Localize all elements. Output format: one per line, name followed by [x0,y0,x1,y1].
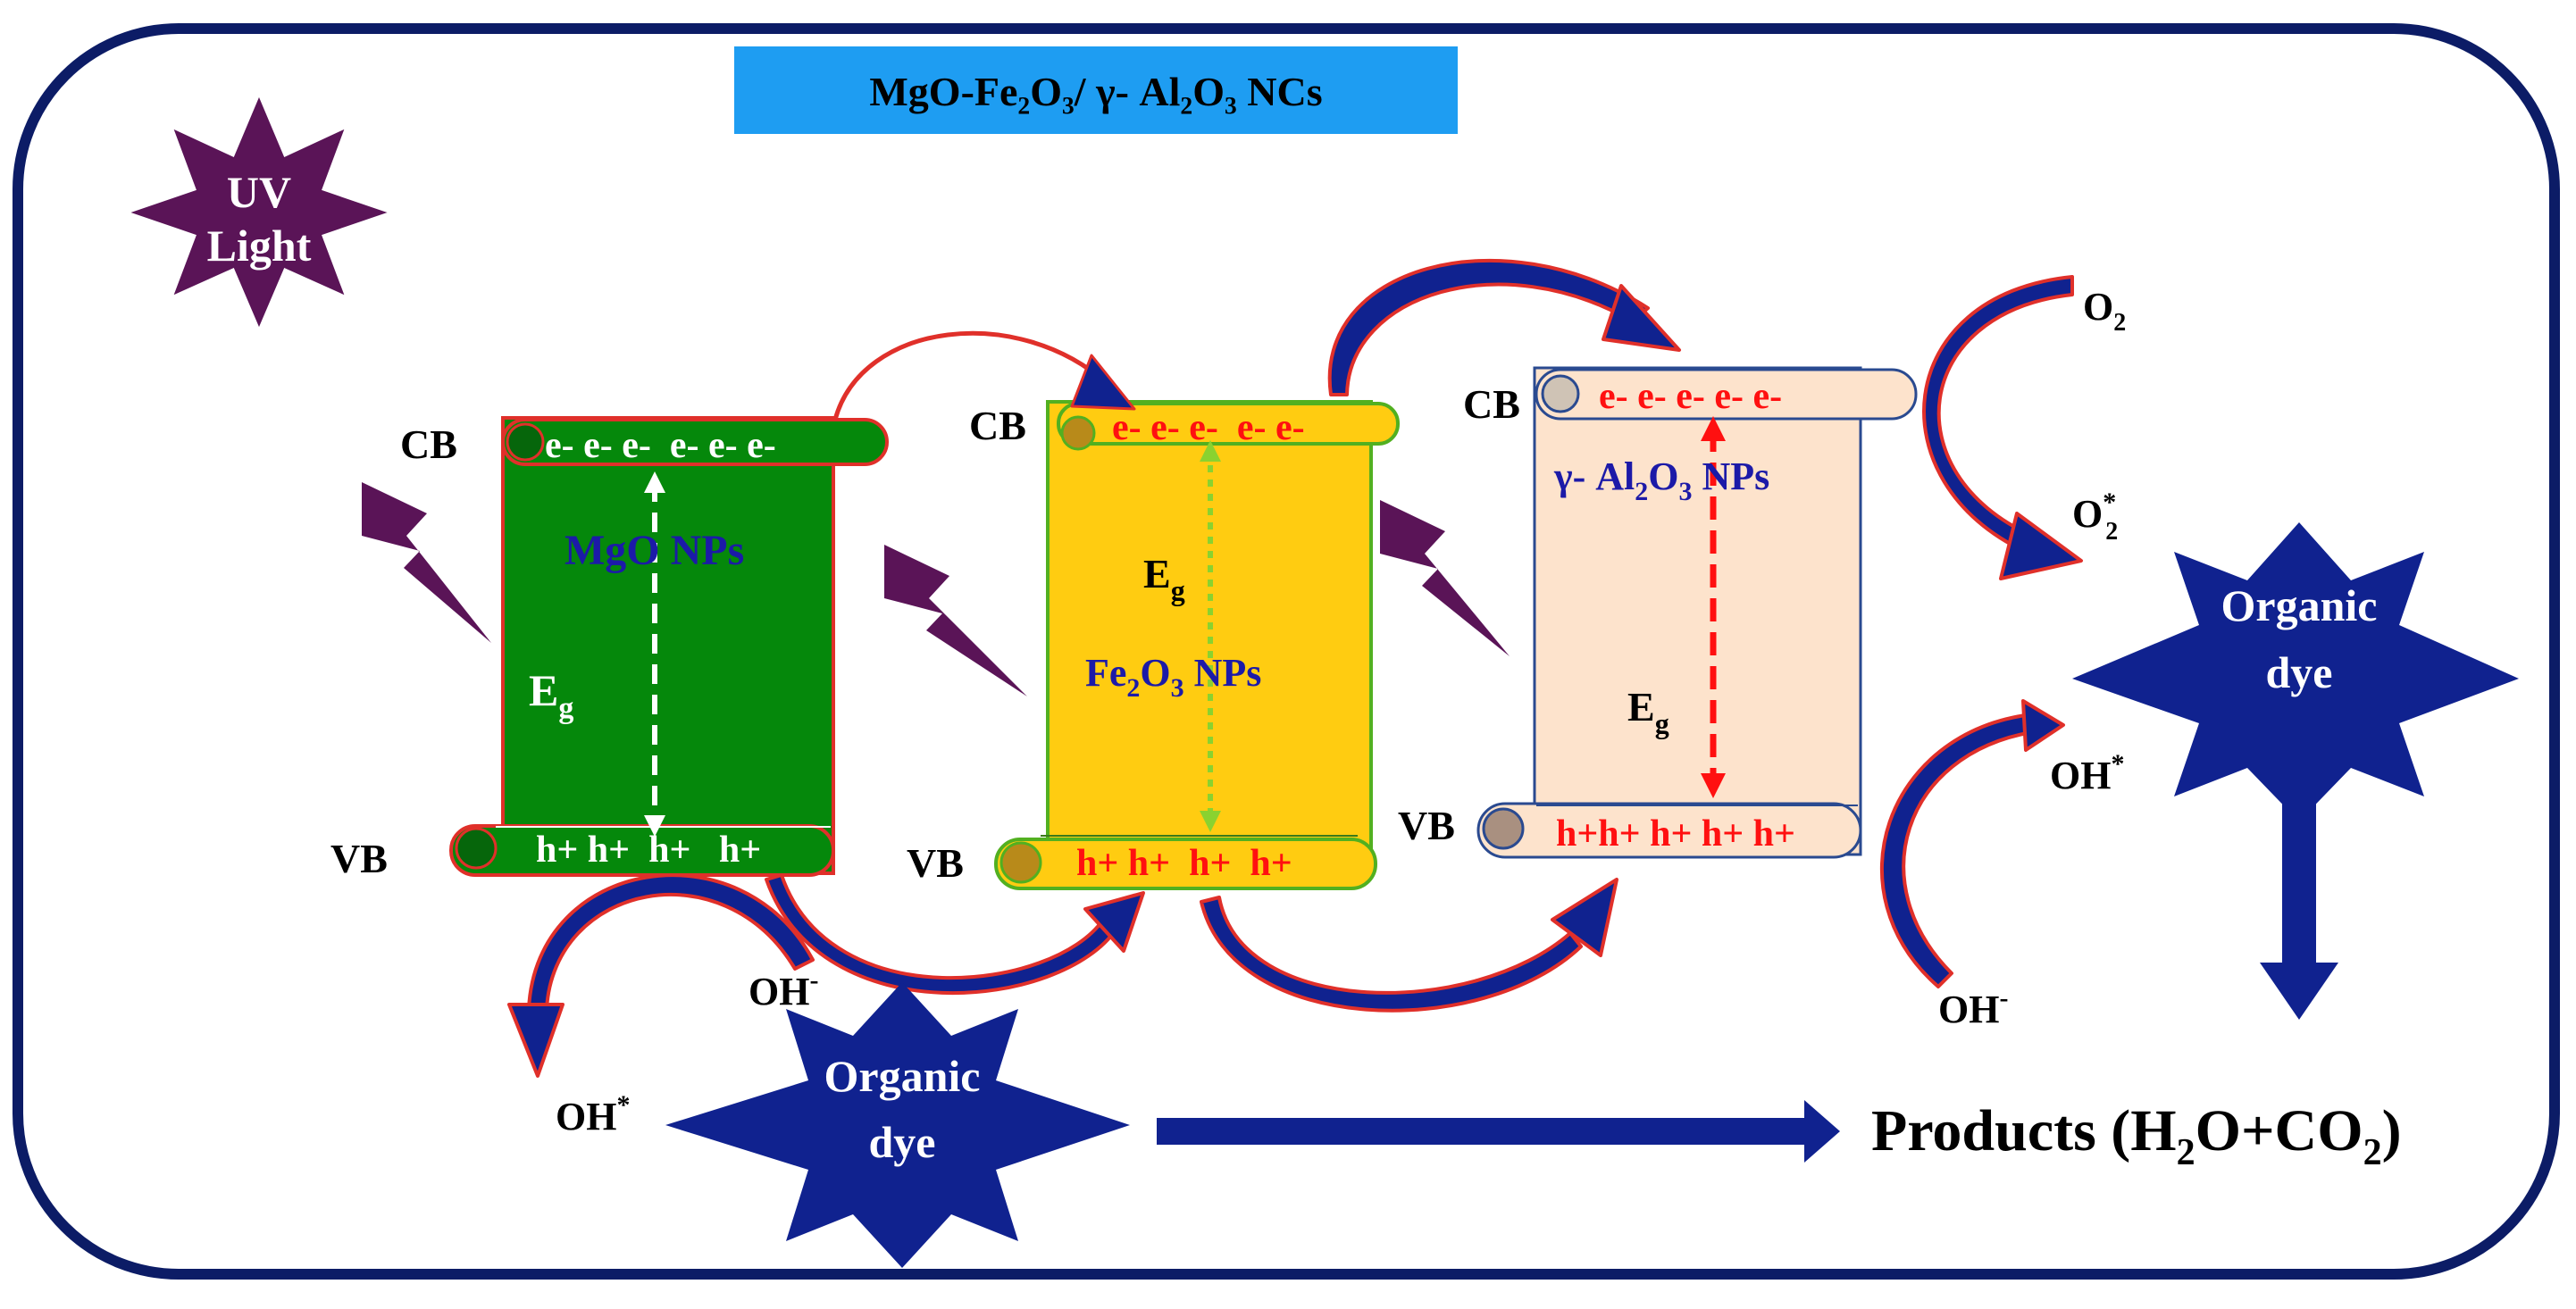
al2o3-cb-scroll [1535,368,1918,421]
dye-bottom-line2: dye [869,1117,936,1167]
arrow-head-fe2o3-al2o3-cb [1602,284,1681,352]
mgo-cb-scroll [501,418,889,466]
uv-label: UV [227,167,291,217]
products-label: Products (H2O+CO2) [1871,1098,2402,1173]
diagram-title: MgO-Fe₂O₃/ γ- Al₂O₃ NCs [869,69,1322,114]
arrow-head-fe2o3-al2o3-vb [1551,878,1618,957]
transfer-arrows [507,258,2083,1078]
o2-label: O2 [2083,285,2126,337]
fe2o3-cb-scroll [1057,402,1400,446]
arrow-head-oh-right [2021,699,2065,752]
arrow-head-o2-reduction [1999,512,2083,580]
arrow-oh-oxidation-right [1879,713,2034,988]
lightning-bolt-icon-2 [884,545,1027,696]
degradation-arrows [1157,795,2338,1163]
oh-minus-right-label: OH- [1938,983,2008,1031]
fe2o3-electrons: e- e- e- e- e- [1112,407,1305,448]
organic-dye-star-bottom: Organic dye [665,982,1130,1268]
fe2o3-vb-scroll [994,838,1377,890]
arrow-o2-reduction [1922,275,2074,554]
arrow-head-oh-left [507,1003,565,1078]
o2-radical-label: O*2 [2072,488,2118,546]
fe2o3-eg: Eg [1143,551,1185,606]
arrow-fe2o3-to-al2o3-cb [1327,258,1650,396]
arrow-head-mgo-fe2o3-cb [1070,354,1136,411]
al2o3-vb-label: VB [1398,803,1455,848]
mgo-cb-label: CB [400,421,457,467]
lightning-bolt-icon-3 [1380,500,1510,656]
oh-minus-left-label: OH- [749,965,818,1013]
dye-right-line1: Organic [2221,580,2378,630]
al2o3-eg: Eg [1627,684,1669,739]
fe2o3-holes: h+ h+ h+ h+ [1076,843,1292,884]
light-label: Light [207,221,312,271]
arrow-right-head [1804,1100,1840,1163]
uv-light-star: UV Light [122,90,396,334]
arrow-head-mgo-fe2o3-vb [1083,891,1145,953]
mgo-eg: Eg [529,665,573,725]
al2o3-electrons: e- e- e- e- e- [1599,376,1782,417]
mgo-electrons: e- e- e- e- e- e- [545,425,776,466]
fe2o3-cb-label: CB [969,403,1026,448]
dye-right-line2: dye [2266,647,2333,697]
arrow-down-head [2260,963,2338,1020]
title-background [734,46,1458,134]
mgo-name: MgO NPs [565,527,744,574]
arrow-down-shaft [2282,795,2316,964]
mgo-vb-label: VB [330,836,388,881]
al2o3-vb-scroll [1476,802,1862,859]
fe2o3-name: Fe2O3 NPs [1085,651,1261,703]
organic-dye-star-right: Organic dye [2072,522,2519,821]
mgo-band-structure: CB VB e- e- e- e- e- e- h+ h+ h+ h+ MgO … [330,416,889,881]
oh-radical-right-label: OH* [2050,749,2124,797]
outer-frame [13,23,2560,1280]
arrow-mgo-to-fe2o3-cb [832,330,1109,421]
al2o3-holes: h+h+ h+ h+ h+ [1556,813,1795,855]
fe2o3-vb-label: VB [907,840,964,886]
fe2o3-band-structure: CB VB e- e- e- e- e- h+ h+ h+ h+ Eg Fe2O… [907,400,1400,890]
al2o3-name: γ- Al2O3 NPs [1553,454,1769,506]
arrow-mgo-to-fe2o3-vb [765,873,1118,995]
arrow-right-shaft [1157,1118,1809,1145]
arrow-fe2o3-to-al2o3-vb [1200,896,1583,1013]
dye-bottom-line1: Organic [824,1051,981,1101]
mgo-holes: h+ h+ h+ h+ [536,830,761,871]
al2o3-band-structure: CB VB e- e- e- e- e- h+h+ h+ h+ h+ γ- Al… [1398,366,1918,859]
lightning-bolt-icon-1 [362,482,491,643]
oh-radical-left-label: OH* [556,1090,630,1138]
al2o3-cb-label: CB [1463,381,1520,427]
